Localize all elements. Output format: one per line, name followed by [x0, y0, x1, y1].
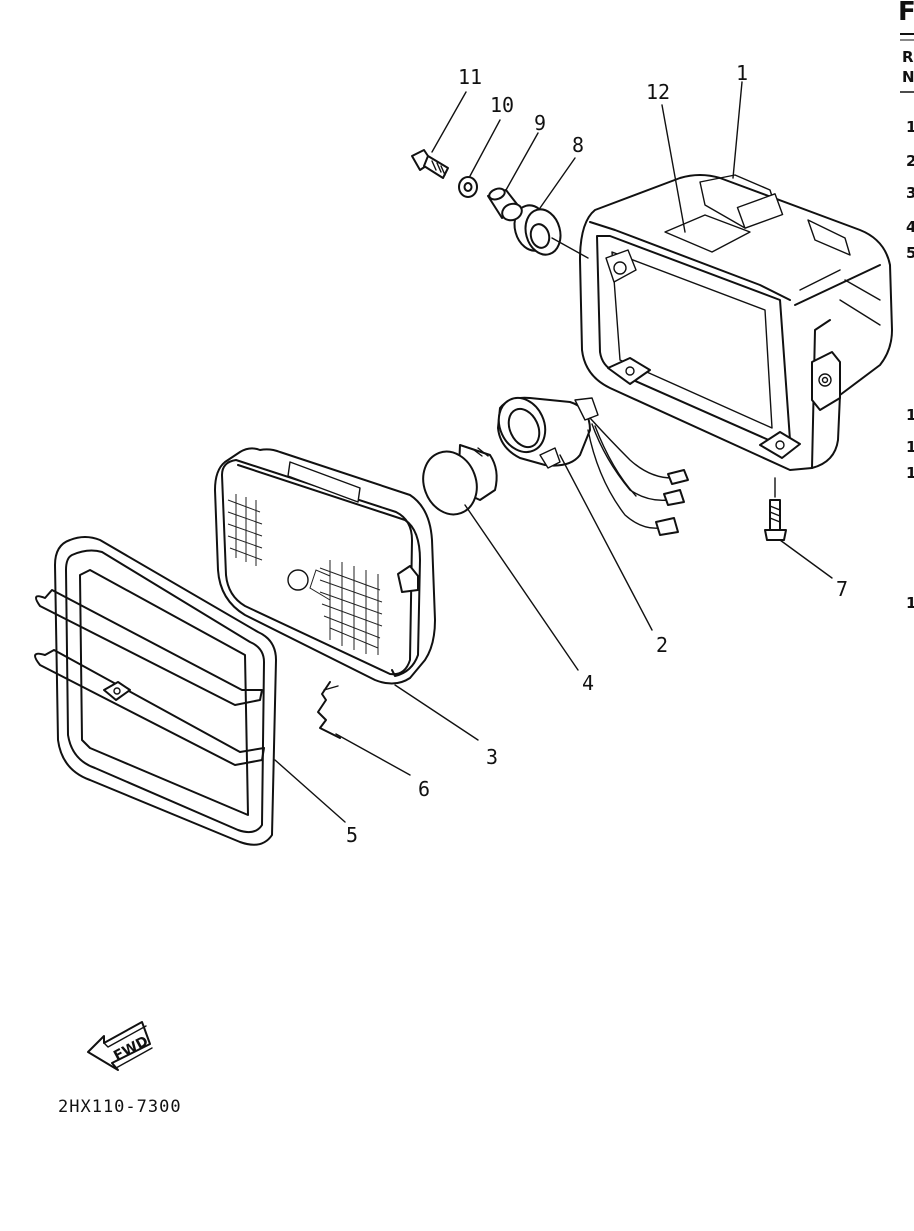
part-socket	[497, 396, 689, 536]
part-washer	[458, 176, 478, 198]
part-grommet	[513, 204, 562, 256]
callout-6: 6	[418, 777, 430, 801]
callout-3: 3	[486, 745, 498, 769]
edge-row-3: 3	[906, 184, 914, 202]
edge-col2-fragment: N	[902, 68, 914, 86]
edge-row-8: 1	[906, 464, 914, 482]
callout-4: 4	[582, 671, 594, 695]
edge-row-6: 1	[906, 406, 914, 424]
callout-5: 5	[346, 823, 358, 847]
edge-header-fragment: F	[898, 0, 914, 27]
forward-direction-arrow: FWD	[87, 1021, 153, 1071]
part-bolt	[411, 149, 449, 179]
part-collar	[487, 187, 523, 222]
part-rim-guard	[34, 536, 277, 846]
cropped-parts-table-edge: F R N 1 2 3 4 5 1 1 1 1	[898, 0, 914, 612]
part-lens	[214, 447, 436, 685]
edge-row-9: 1	[906, 594, 914, 612]
part-housing	[579, 174, 893, 471]
edge-row-2: 2	[906, 152, 914, 170]
callout-7: 7	[836, 577, 848, 601]
edge-row-1: 1	[906, 118, 914, 136]
edge-row-7: 1	[906, 438, 914, 456]
edge-row-5: 5	[906, 244, 914, 262]
part-bulb	[422, 444, 498, 516]
callout-10: 10	[490, 93, 514, 117]
callout-8: 8	[572, 133, 584, 157]
edge-col1-fragment: R	[902, 48, 914, 66]
part-spring-clip	[317, 681, 341, 739]
callout-1: 1	[736, 61, 748, 85]
callout-12: 12	[646, 80, 670, 104]
diagram-code: 2HX110-7300	[58, 1097, 182, 1117]
callout-9: 9	[534, 111, 546, 135]
callout-2: 2	[656, 633, 668, 657]
part-screw	[764, 499, 787, 541]
callout-11: 11	[458, 65, 482, 89]
edge-row-4: 4	[906, 218, 914, 236]
